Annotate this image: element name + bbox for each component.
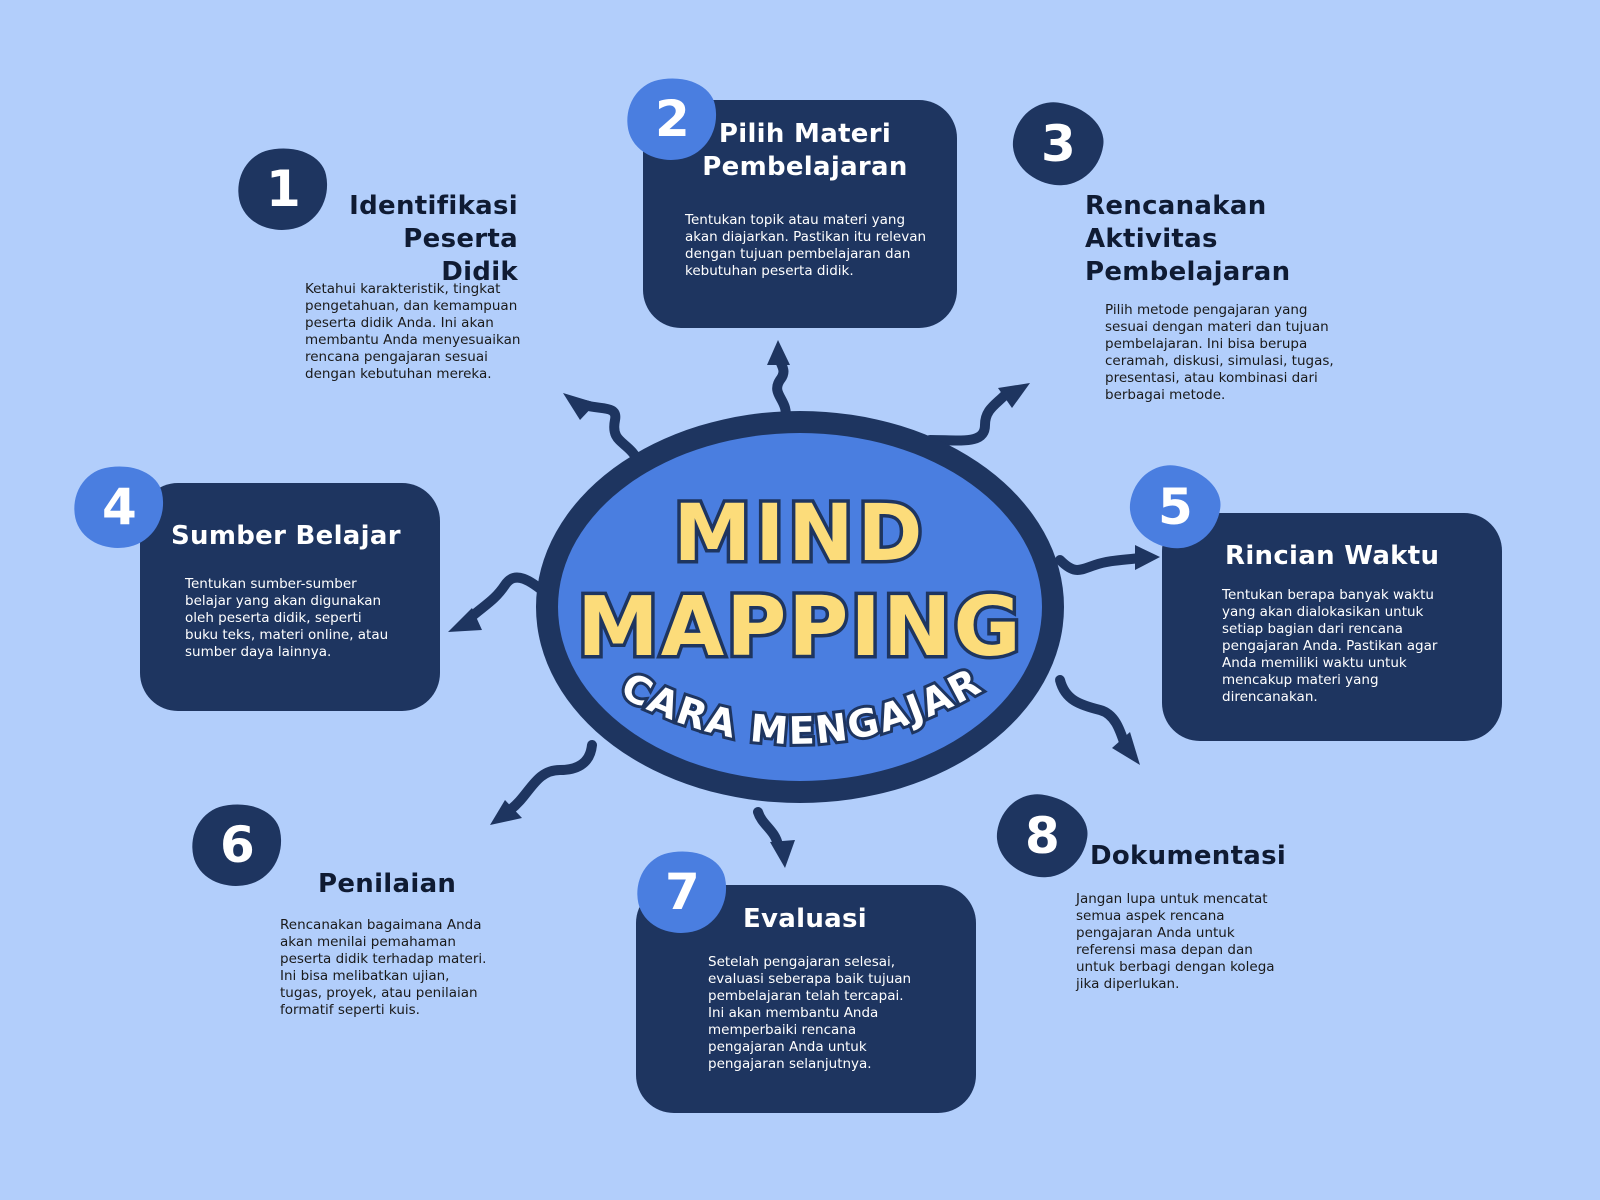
node-2-title: Pilih Materi Pembelajaran — [702, 119, 908, 182]
node-4-description: Tentukan sumber-sumber belajar yang akan… — [185, 576, 389, 660]
arrow-connector-7 — [753, 807, 783, 850]
node-1-description: Ketahui karakteristik, tingkat pengetahu… — [305, 281, 521, 382]
node-5-title: Rincian Waktu — [1225, 541, 1440, 571]
node-4-title: Sumber Belajar — [171, 521, 401, 551]
arrow-connector-4 — [465, 572, 553, 623]
node-8-description: Jangan lupa untuk mencatat semua aspek r… — [1076, 891, 1275, 992]
node-7-title: Evaluasi — [743, 904, 868, 934]
node-5-card — [1162, 513, 1502, 741]
center-title-line2: MAPPING — [577, 580, 1023, 675]
node-5-description: Tentukan berapa banyak waktu yang akan d… — [1222, 587, 1438, 705]
node-3-title: Rencanakan Aktivitas Pembelajaran — [1085, 191, 1291, 287]
arrow-connector-6 — [505, 740, 597, 815]
node-7-description: Setelah pengajaran selesai, evaluasi seb… — [708, 954, 912, 1072]
arrow-connector-1 — [580, 400, 645, 470]
node-2-description: Tentukan topik atau materi yang akan dia… — [685, 212, 927, 279]
arrow-connector-5 — [1055, 553, 1145, 575]
node-3-description: Pilih metode pengajaran yang sesuai deng… — [1105, 302, 1334, 403]
node-6-title: Penilaian — [318, 869, 457, 899]
arrow-connector-8 — [1055, 675, 1130, 750]
node-4-card — [140, 483, 440, 711]
node-6-description: Rencanakan bagaimana Anda akan menilai p… — [280, 917, 487, 1018]
node-1-title: Identifikasi Peserta Didik — [349, 191, 518, 287]
arrow-connector-3 — [925, 390, 1010, 446]
node-8-title: Dokumentasi — [1090, 841, 1287, 871]
center-title-line1: MIND — [674, 489, 927, 579]
